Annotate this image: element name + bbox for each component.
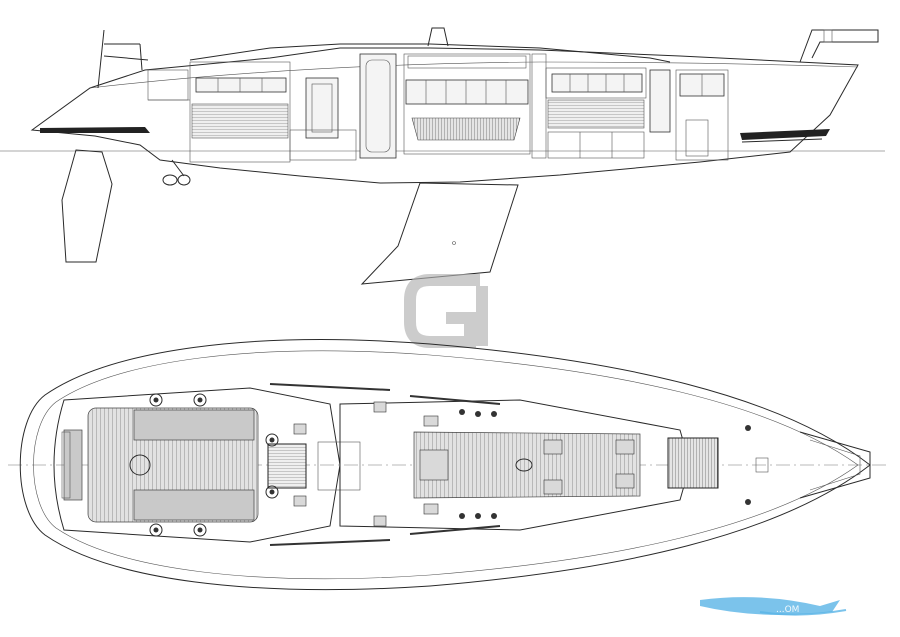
cockpit-outline xyxy=(53,387,341,543)
keel xyxy=(360,182,519,285)
deck-fittings xyxy=(293,401,497,527)
watermark-text: ...ОМ xyxy=(776,605,799,615)
hull-stripe xyxy=(40,127,150,133)
steering-wheel xyxy=(129,454,151,476)
side-profile-view xyxy=(0,27,885,285)
sheer-line xyxy=(89,61,859,89)
hatch-small-3 xyxy=(615,439,635,455)
bow-fittings xyxy=(745,425,871,505)
cockpit-bench-port xyxy=(133,409,255,441)
transom-step xyxy=(61,431,71,499)
deck-outline xyxy=(19,339,871,591)
foredeck-hatch xyxy=(667,437,719,489)
bow-stripe-thin xyxy=(741,138,823,143)
helm-seat xyxy=(63,429,83,501)
propeller xyxy=(162,159,191,186)
companionway-hatch xyxy=(267,443,307,489)
forward-hatch-main xyxy=(419,449,449,481)
bow-pulpit xyxy=(799,29,879,63)
genoa-tracks xyxy=(269,383,501,546)
hatch-small-2 xyxy=(543,479,563,495)
interior-layout xyxy=(147,53,729,163)
winches xyxy=(149,393,279,537)
brand-logo xyxy=(404,274,488,348)
toe-rail xyxy=(33,350,859,580)
stern-pulpit xyxy=(97,29,149,89)
companionway-slide xyxy=(317,441,361,491)
mast-step xyxy=(515,458,533,472)
hatch-small-4 xyxy=(615,473,635,489)
bow-stripe xyxy=(740,129,830,140)
coachroof-deck xyxy=(413,431,641,499)
rudder xyxy=(61,149,113,263)
site-watermark: ...ОМ xyxy=(700,597,847,616)
dorade-vent xyxy=(427,27,449,47)
cockpit-bench-starboard xyxy=(133,489,255,521)
deck-plan-view xyxy=(8,339,890,591)
hatch-small-1 xyxy=(543,439,563,455)
deckhouse-roof xyxy=(189,43,671,63)
